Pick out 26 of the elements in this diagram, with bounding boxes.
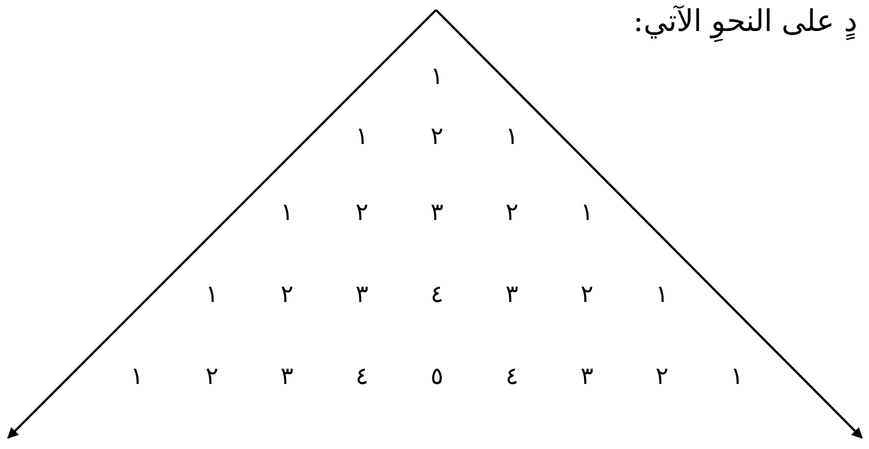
pyramid-number: ٣ [356, 280, 368, 308]
pyramid-number: ٢ [656, 362, 668, 390]
pyramid-number: ١ [206, 280, 218, 308]
pyramid-number: ٤ [356, 362, 368, 390]
pyramid-number: ٢ [580, 280, 594, 308]
pyramid-number: ١ [356, 122, 368, 150]
pyramid-number: ٢ [206, 362, 218, 390]
pyramid-number: ١ [430, 62, 444, 90]
pyramid-number: ٢ [280, 280, 294, 308]
pyramid-number: ٣ [430, 198, 444, 226]
pyramid-number: ٤ [506, 362, 518, 390]
pyramid-number: ٤ [430, 280, 444, 308]
pyramid-number: ٢ [430, 122, 444, 150]
pyramid-number: ٢ [506, 198, 518, 226]
pyramid-number: ٣ [280, 362, 294, 390]
pyramid-number: ٣ [580, 362, 594, 390]
pyramid-number: ١ [580, 198, 594, 226]
pyramid-number: ١ [730, 362, 744, 390]
instruction-text: دٍ على النحوِ الآتي: [633, 0, 857, 44]
pyramid-number: ١ [280, 198, 294, 226]
pyramid-number: ١ [506, 122, 518, 150]
pyramid-number: ٢ [356, 198, 368, 226]
pyramid-number: ١ [130, 362, 144, 390]
pyramid-number: ٥ [430, 362, 444, 390]
pyramid-number: ٣ [506, 280, 518, 308]
pyramid-number: ١ [656, 280, 668, 308]
